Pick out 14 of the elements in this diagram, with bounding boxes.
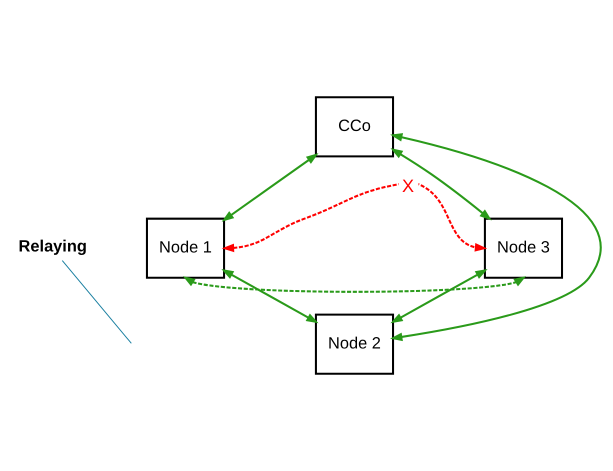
node-box: Node 3 [484,218,564,279]
arrow [221,269,318,324]
node-box: CCo [314,96,394,158]
node-box: Node 2 [314,314,394,375]
arrow [390,269,488,324]
connector [62,260,132,344]
edge-label: X [402,176,414,196]
arrow [222,153,318,222]
node-box: Node 1 [146,218,226,279]
node-text: Relaying [18,237,87,256]
arrow [390,148,492,221]
arrow [222,181,488,252]
arrow [390,133,602,342]
arrow [182,276,526,293]
